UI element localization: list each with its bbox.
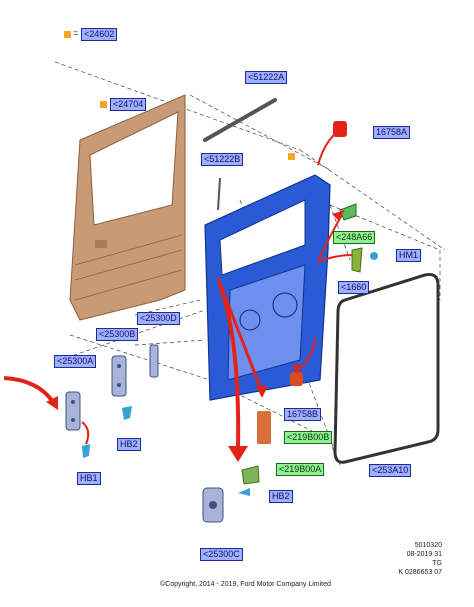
- callout-25300b[interactable]: <25300B: [96, 328, 139, 341]
- arrow-heads: [46, 124, 346, 462]
- copyright-text: ©Copyright, 2014 - 2019, Ford Motor Comp…: [160, 581, 331, 588]
- bolt-hb2-lower-icon: [238, 488, 250, 496]
- callout-hb2-upper[interactable]: HB2: [117, 438, 141, 451]
- callout-25300c[interactable]: <25300C: [200, 548, 243, 561]
- callout-219b00a[interactable]: <219B00A: [276, 463, 325, 476]
- footer-code-2: 08-2019 31: [406, 551, 442, 558]
- door-seal: [333, 273, 440, 464]
- bolt-hb2-upper-icon: [122, 406, 132, 420]
- callout-16758b[interactable]: 16758B: [284, 408, 322, 421]
- legend-code[interactable]: <24602: [81, 28, 118, 41]
- callout-248a66[interactable]: <248A66: [333, 231, 376, 244]
- legend-marker: [64, 31, 71, 38]
- legend-equals: =: [73, 28, 79, 38]
- bolt-hb1-icon: [82, 444, 90, 458]
- striker-25300c-icon: [202, 487, 224, 523]
- callout-1660[interactable]: <1660: [338, 281, 370, 294]
- marker-24704: [100, 101, 107, 108]
- glass-run-strip-b: [217, 177, 221, 211]
- callout-219b00b[interactable]: <219B00B: [284, 431, 333, 444]
- fastener-hm1-icon: [370, 252, 378, 260]
- callout-hm1[interactable]: HM1: [396, 249, 422, 262]
- red-pointer-arrow-icon: [3, 129, 353, 451]
- bumper-16758b-icon: [290, 372, 303, 386]
- callout-25300a[interactable]: <25300A: [54, 355, 97, 368]
- footer-code-1: 5010320: [414, 542, 442, 549]
- callout-hb1[interactable]: HB1: [77, 472, 101, 485]
- footer-code-4: K 0286653 07: [398, 569, 442, 576]
- door-outer-skin-icon: [69, 94, 186, 321]
- marker-frame: [288, 153, 295, 160]
- callout-51222b[interactable]: <51222B: [201, 153, 244, 166]
- callout-51222a[interactable]: <51222A: [245, 71, 288, 84]
- callout-16758a[interactable]: 16758A: [373, 126, 411, 139]
- callout-24704[interactable]: <24704: [110, 98, 147, 111]
- hinge-25300a-icon: [65, 391, 81, 431]
- hinge-25300d-icon: [149, 344, 159, 378]
- footer-code-block: 5010320 08-2019 31 TG K 0286653 07: [370, 541, 442, 577]
- footer-code-3: TG: [432, 560, 442, 567]
- callout-253a10[interactable]: <253A10: [369, 464, 412, 477]
- grommet-219b00a-icon: [241, 465, 260, 485]
- callout-hb2-lower[interactable]: HB2: [269, 490, 293, 503]
- clip-1660-icon: [351, 247, 363, 273]
- clip-248a66-icon: [339, 203, 357, 221]
- hinge-25300b-icon: [111, 355, 127, 397]
- callout-25300d[interactable]: <25300D: [137, 312, 180, 325]
- trim-219b00b-icon: [257, 411, 271, 444]
- door-inner-frame-icon: [204, 174, 331, 401]
- glass-run-strip-a: [203, 98, 277, 142]
